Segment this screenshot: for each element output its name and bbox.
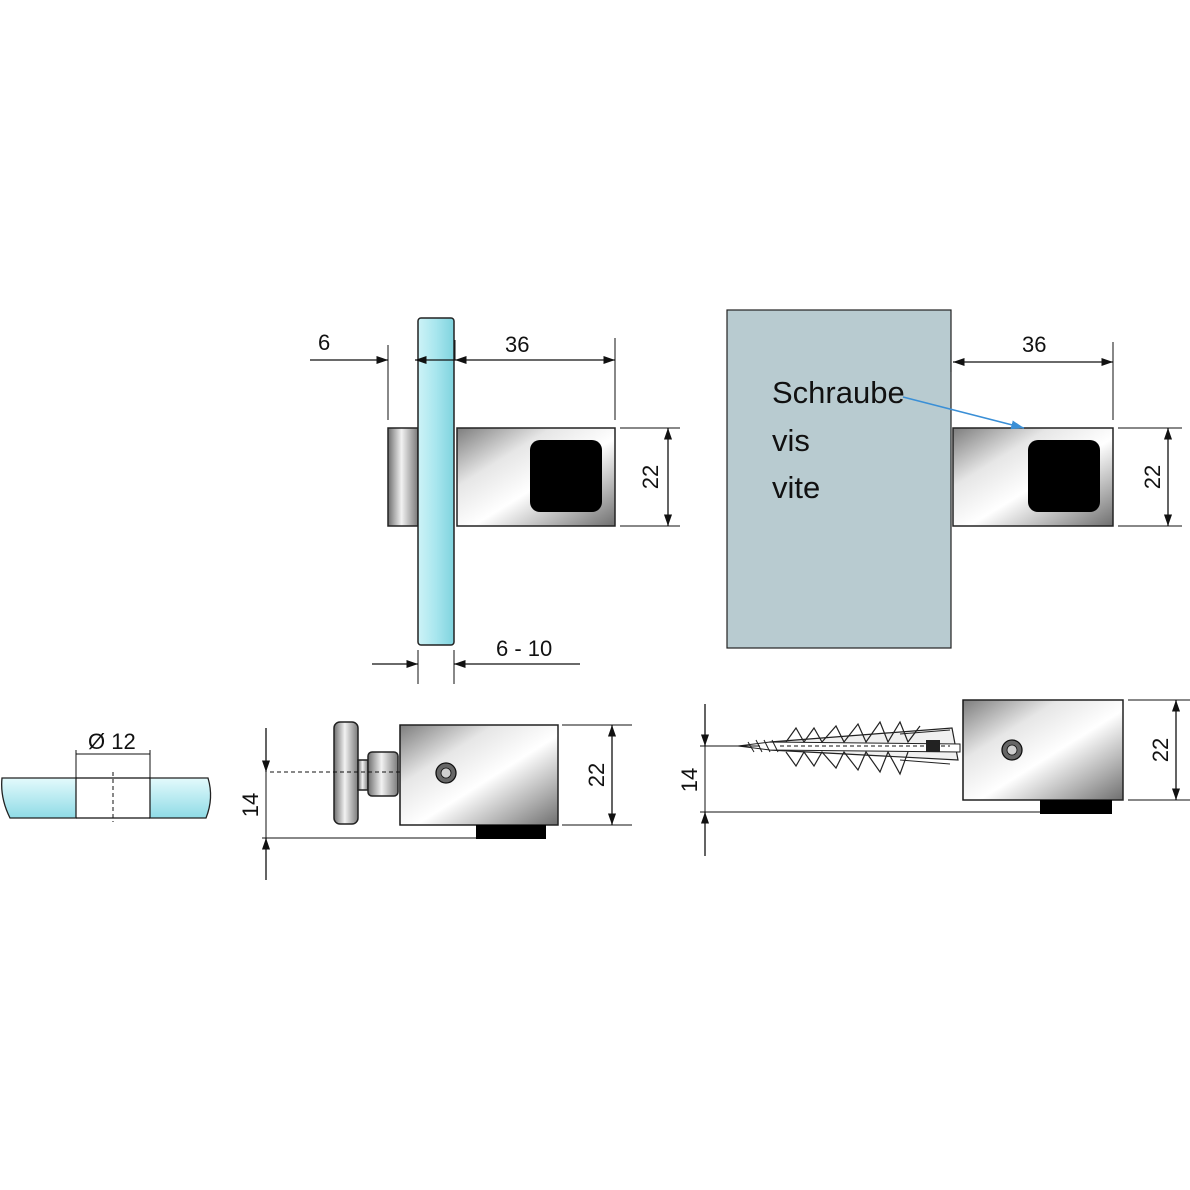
glass-strip-left (1, 777, 77, 819)
clamp-cap (387, 427, 419, 527)
side-view-wall: 14 22 (677, 699, 1190, 856)
dim-wall-clamp-length: 36 (1022, 332, 1046, 357)
glass-strip-right (149, 777, 212, 819)
side-neck (367, 751, 399, 797)
wall-screw (737, 739, 961, 753)
screw-label-it: vite (772, 470, 820, 505)
wall-view: Schraube vis vite 36 22 (726, 309, 1182, 649)
dim-clamp-thickness: 6 (318, 330, 330, 355)
dim-clamp-height: 22 (638, 465, 663, 489)
screw-label-de: Schraube (772, 375, 905, 410)
wall-panel (726, 309, 952, 649)
front-view: 6 36 22 6 - 10 (310, 317, 680, 684)
dim-wall-side-height: 22 (1148, 738, 1173, 762)
side-rubber-pad (476, 825, 546, 839)
dim-wall-clamp-height: 22 (1140, 465, 1165, 489)
rubber-insert (530, 440, 602, 512)
dim-clamp-length: 36 (505, 332, 529, 357)
wall-side-body (962, 699, 1124, 801)
hole-diameter-label: Ø 12 (88, 729, 136, 754)
dim-wall-axis-height: 14 (677, 768, 702, 792)
side-spacer (357, 759, 369, 791)
glass-pane (417, 317, 455, 646)
side-view-glass: 14 22 (238, 721, 632, 880)
wall-rubber-insert (1028, 440, 1100, 512)
wall-rubber-pad (1040, 800, 1112, 814)
side-body (399, 724, 559, 826)
glass-section: Ø 12 (1, 729, 212, 822)
dim-axis-height: 14 (238, 793, 263, 817)
screw-pointer-arrow (902, 396, 1025, 430)
dim-glass-thickness: 6 - 10 (496, 636, 552, 661)
dim-side-height: 22 (584, 763, 609, 787)
side-cap-disc (333, 721, 359, 825)
screw-label-fr: vis (772, 423, 810, 458)
